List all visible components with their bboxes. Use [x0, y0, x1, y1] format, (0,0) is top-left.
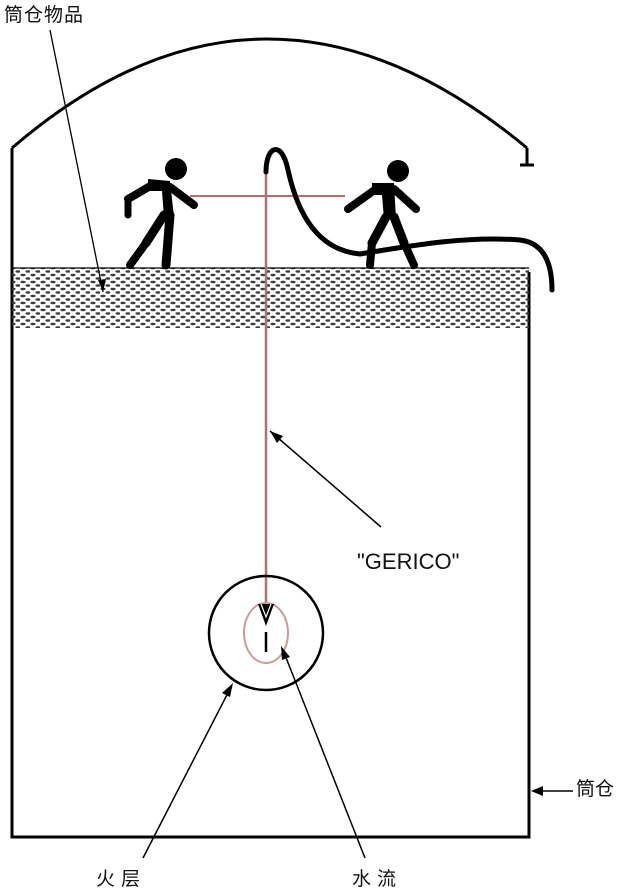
fire-leader	[142, 686, 232, 859]
gerico-label: "GERICO"	[357, 549, 460, 574]
silo-material-layer	[12, 268, 529, 328]
water-spray	[243, 602, 289, 664]
worker-left-icon	[124, 158, 198, 270]
fire-layer-zone	[207, 574, 325, 692]
water-flow-label: 水流	[352, 868, 403, 890]
gerico-leader	[269, 430, 382, 528]
contents-leader	[49, 29, 104, 293]
nozzle-icon	[258, 603, 274, 652]
fire-layer-label: 火层	[96, 868, 147, 890]
worker-right-icon	[344, 160, 420, 269]
water-leader	[282, 649, 366, 859]
roof-vent	[520, 148, 534, 167]
silo-label: 筒仓	[576, 778, 615, 800]
silo-contents-label: 筒仓物品	[4, 4, 85, 26]
silo-wall	[10, 148, 531, 839]
hose	[263, 147, 555, 293]
silo-roof	[11, 37, 528, 150]
